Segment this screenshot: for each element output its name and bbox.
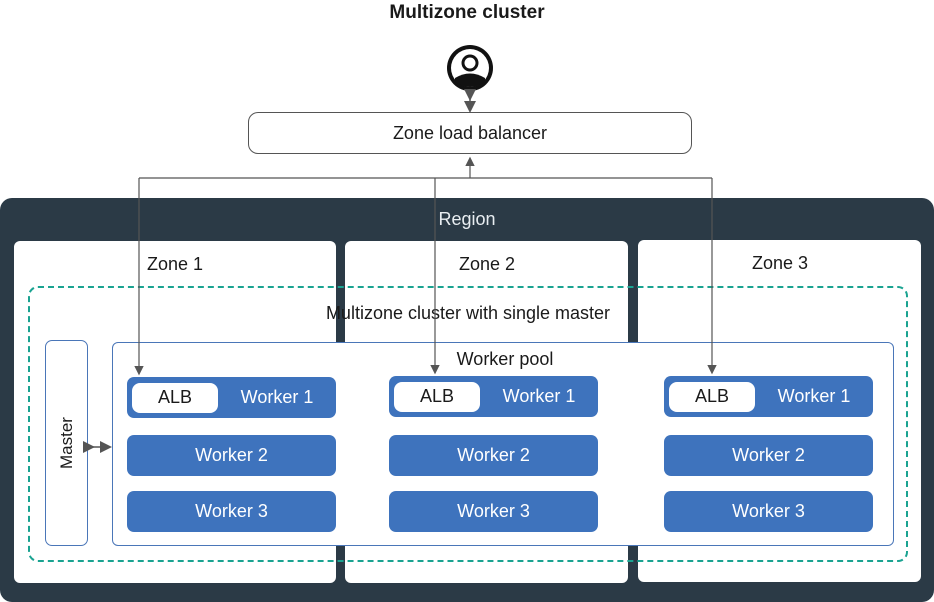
worker-label: Worker 1 xyxy=(777,386,851,406)
zone-3-label: Zone 3 xyxy=(751,252,809,273)
zone-3-alb: ALB xyxy=(669,381,755,412)
zone-1-alb: ALB xyxy=(132,382,218,413)
worker-label: Worker 1 xyxy=(240,387,314,407)
zone-3-worker-3: Worker 3 xyxy=(664,491,873,532)
zone-2-worker-1: ALB Worker 1 xyxy=(389,376,598,417)
zone-1-worker-2: Worker 2 xyxy=(127,435,336,476)
user-icon xyxy=(446,44,494,92)
zone-2-worker-3: Worker 3 xyxy=(389,491,598,532)
worker-pool-label: Worker pool xyxy=(456,348,554,369)
zone-1-label: Zone 1 xyxy=(146,253,204,274)
worker-label: Worker 1 xyxy=(502,386,576,406)
cluster-label: Multizone cluster with single master xyxy=(325,302,611,323)
zone-3-worker-1: ALB Worker 1 xyxy=(664,376,873,417)
multizone-cluster-boundary xyxy=(28,286,908,562)
zone-2-alb: ALB xyxy=(394,381,480,412)
zone-2-label: Zone 2 xyxy=(458,253,516,274)
diagram-title: Multizone cluster xyxy=(389,2,545,23)
zone-3-worker-2: Worker 2 xyxy=(664,435,873,476)
zone-load-balancer: Zone load balancer xyxy=(248,112,692,154)
zone-2-worker-2: Worker 2 xyxy=(389,435,598,476)
zone-1-worker-1: ALB Worker 1 xyxy=(127,377,336,418)
region-label: Region xyxy=(438,208,496,229)
zone-1-worker-3: Worker 3 xyxy=(127,491,336,532)
